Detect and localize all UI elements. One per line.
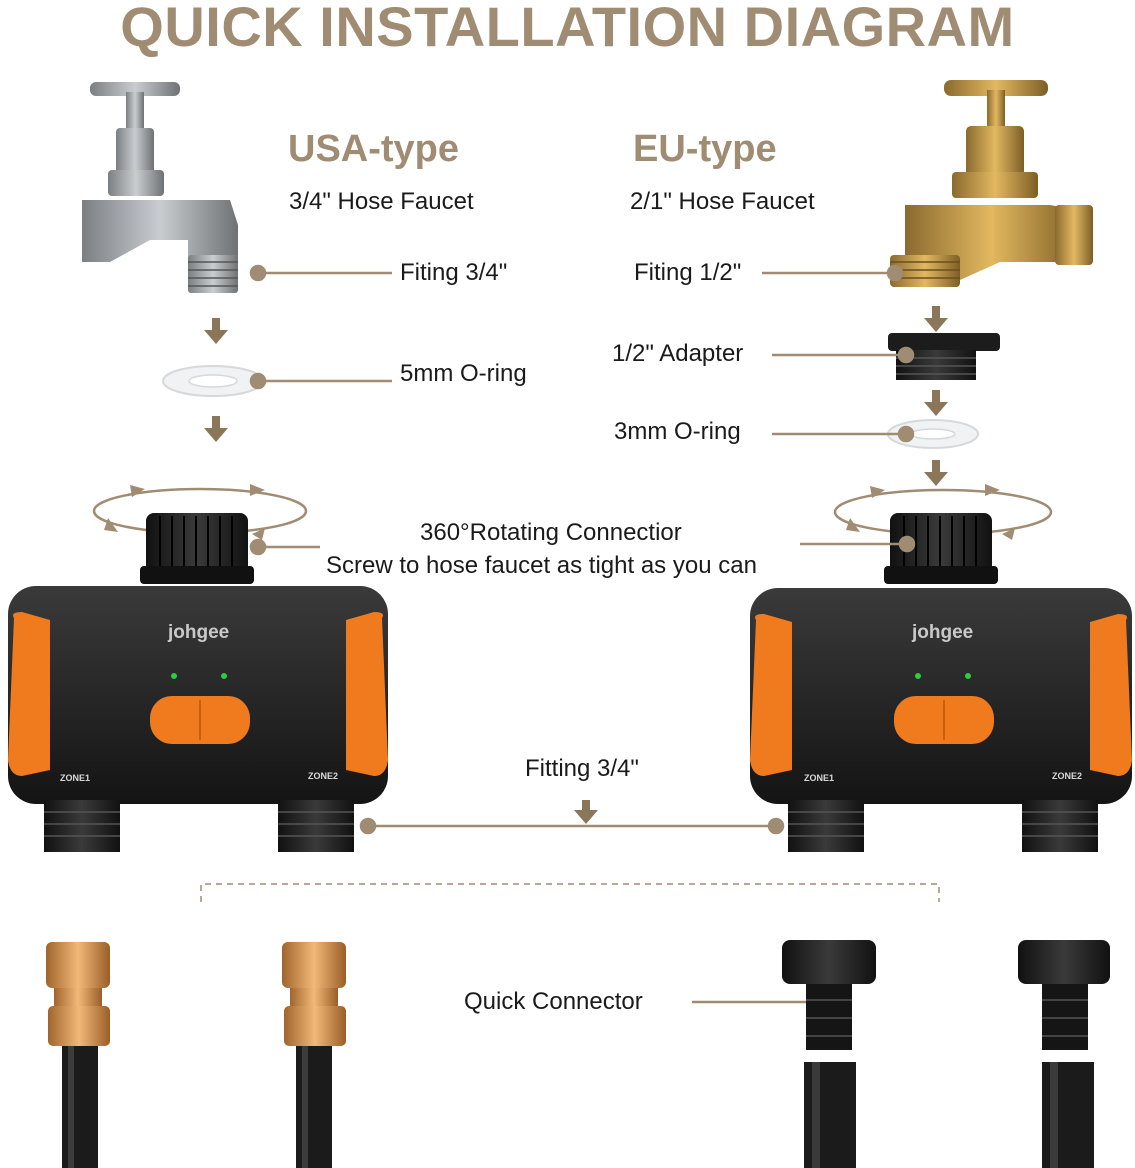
black-quick-connector-right-2 [1018,940,1110,1168]
eu-faucet-label: 2/1" Hose Faucet [630,188,815,215]
eu-oring-image [887,419,979,449]
screw-instruction-label: Screw to hose faucet as tight as you can [326,552,757,579]
right-timer-image [750,513,1132,852]
eu-adapter-label: 1/2" Adapter [612,340,744,367]
brass-quick-connector-left-1 [46,942,110,1168]
outlet-fitting-label: Fitting 3/4" [525,755,639,782]
brass-quick-connector-left-2 [282,942,346,1168]
dashed-bracket [200,883,940,902]
fitting-down-arrow [574,800,598,824]
right-timer-zone2: ZONE2 [1052,771,1083,781]
left-timer-image [8,513,388,852]
usa-flow-arrows [204,318,228,442]
left-timer-zone1: ZONE1 [60,773,91,783]
eu-oring-label: 3mm O-ring [614,418,741,445]
right-timer-brand: johgee [912,622,974,643]
diagram-title: QUICK INSTALLATION DIAGRAM [120,0,1015,58]
quick-connector-label: Quick Connector [464,988,643,1015]
right-timer-zone1: ZONE1 [804,773,835,783]
rotation-arrowheads-right [846,484,1015,540]
eu-faucet-image [890,80,1093,287]
eu-type-heading: EU-type [633,128,777,170]
left-timer-zone2: ZONE2 [308,771,339,781]
usa-type-heading: USA-type [288,128,460,170]
rotation-arrowheads-left [104,484,265,540]
usa-fitting-label: Fiting 3/4" [400,259,508,286]
usa-faucet-label: 3/4" Hose Faucet [289,188,474,215]
left-timer-brand: johgee [168,622,230,643]
usa-faucet-image [82,82,238,293]
eu-flow-arrows [924,306,948,486]
eu-fitting-label: Fiting 1/2" [634,259,742,286]
black-quick-connector-right-1 [782,940,876,1168]
usa-oring-image [162,365,264,397]
usa-oring-label: 5mm O-ring [400,360,527,387]
rotating-connector-label: 360°Rotating Connectior [420,519,682,546]
